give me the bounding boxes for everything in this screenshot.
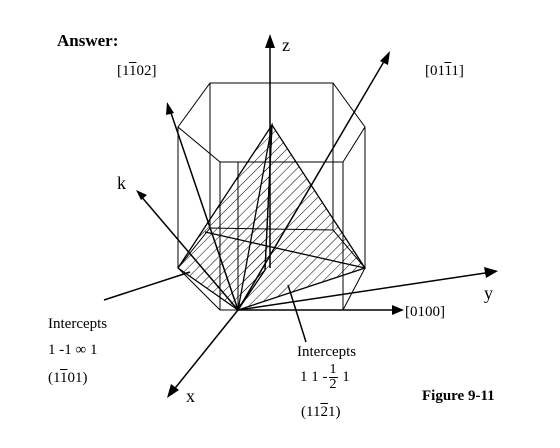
arrowheads bbox=[136, 34, 498, 398]
x-axis-label: x bbox=[186, 386, 195, 406]
arrowhead-0100 bbox=[392, 305, 404, 315]
left-intercepts-values: 1 -1 ∞ 1 bbox=[48, 342, 98, 358]
direction-01-11 bbox=[237, 57, 387, 311]
right-miller-index: (1121) bbox=[301, 404, 341, 420]
answer-heading: Answer: bbox=[57, 31, 119, 50]
k-axis-label: k bbox=[117, 173, 126, 193]
left-intercepts-title: Intercepts bbox=[48, 316, 108, 332]
direction-1-102 bbox=[169, 109, 239, 311]
arrowhead-x bbox=[167, 384, 179, 398]
x-axis bbox=[171, 309, 239, 393]
arrowhead-y bbox=[484, 267, 498, 278]
plane-edge bbox=[204, 231, 366, 269]
arrowhead-1-102 bbox=[166, 102, 174, 115]
y-axis-label: y bbox=[484, 283, 493, 303]
intercepts-leader-left bbox=[103, 271, 191, 301]
axes bbox=[103, 42, 493, 393]
k-axis bbox=[139, 194, 239, 311]
arrowhead-z bbox=[265, 34, 275, 48]
right-intercepts-title: Intercepts bbox=[297, 344, 357, 360]
intercepts-leader-right bbox=[287, 284, 307, 343]
arrowhead-01-11 bbox=[380, 51, 390, 65]
figure-label: Figure 9-11 bbox=[422, 388, 495, 404]
direction-label-0100: [0100] bbox=[405, 304, 445, 320]
z-axis-label: z bbox=[282, 35, 290, 55]
y-axis bbox=[237, 271, 493, 311]
direction-label-01-11: [0111] bbox=[425, 63, 464, 79]
direction-label-1-102: [1102] bbox=[117, 63, 157, 79]
left-miller-index: (1101) bbox=[48, 370, 88, 386]
arrowhead-k bbox=[136, 190, 147, 200]
